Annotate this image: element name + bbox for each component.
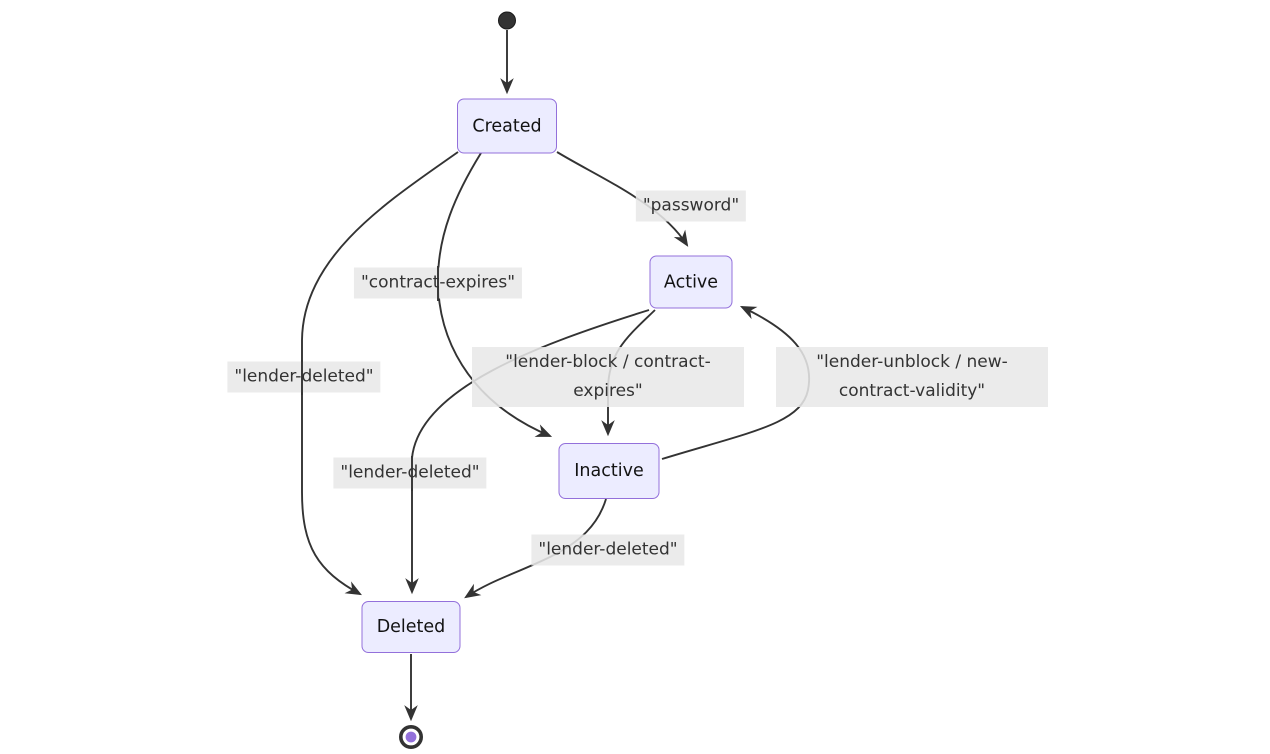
transition-label-lender-block-contract-expires: "lender-block / contract-expires" [472,347,744,407]
final-state-marker [398,724,423,749]
transition-label-lender-deleted-from-inactive: "lender-deleted" [531,534,685,566]
state-node-deleted-label: Deleted [376,617,446,637]
transition-label-password: "password" [635,190,747,222]
transition-label-contract-expires: "contract-expires" [353,267,523,299]
transition-label-lender-deleted-from-created: "lender-deleted" [227,361,381,393]
state-node-created: Created [457,98,557,154]
transition-label-lender-unblock-new-contract-validity: "lender-unblock / new-contract-validity" [776,347,1048,407]
state-node-active-label: Active [663,272,719,292]
final-state-inner-dot [405,731,417,743]
state-node-active: Active [649,255,733,309]
state-node-inactive-label: Inactive [574,461,644,481]
state-node-inactive: Inactive [558,443,660,499]
initial-state-dot [498,11,516,30]
state-node-created-label: Created [472,116,542,136]
state-node-deleted: Deleted [361,601,461,653]
transition-label-lender-deleted-from-active: "lender-deleted" [333,457,487,489]
